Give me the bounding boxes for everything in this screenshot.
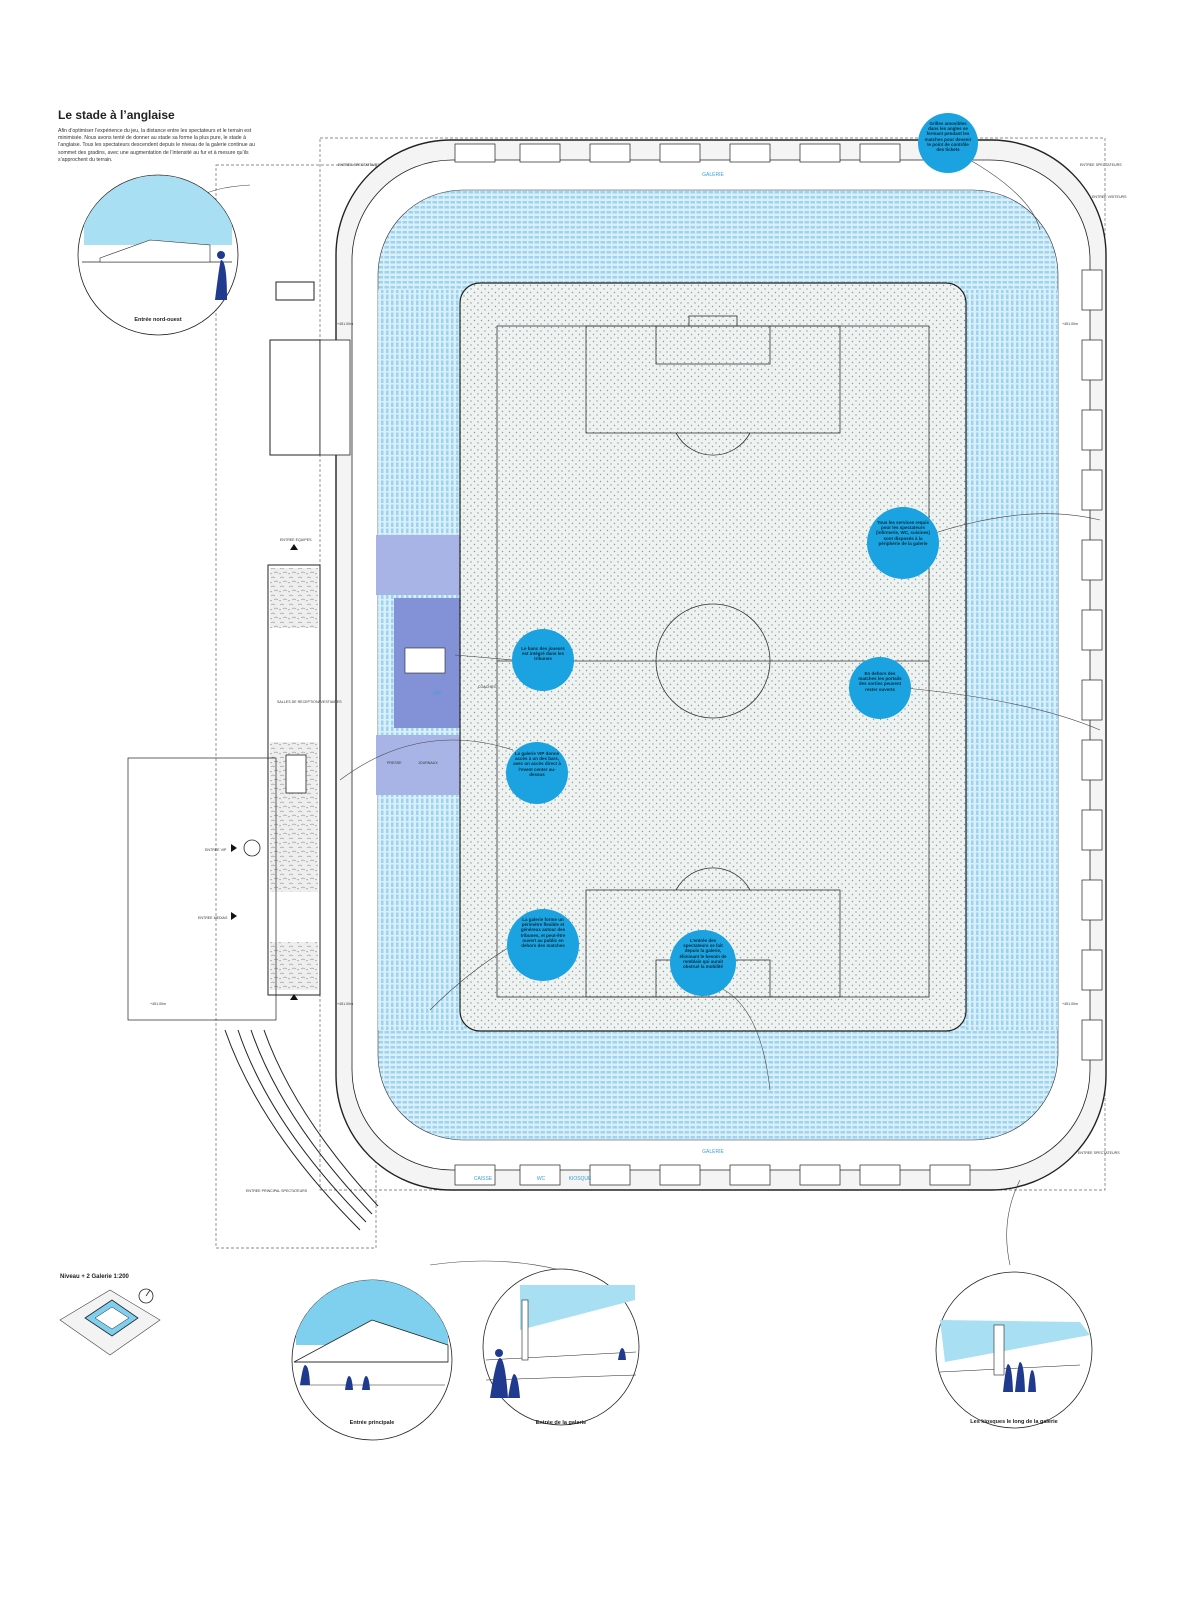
vip-entry-marker (243, 839, 261, 857)
access-ramp-lines (224, 1029, 379, 1231)
callout-bubble: Tous les services requis pour les specta… (867, 507, 939, 579)
goal-north (688, 315, 738, 327)
stair-block-north-annex (319, 339, 351, 456)
forecourt (127, 757, 277, 1021)
vip-block-upper (376, 535, 462, 595)
level-label: Niveau + 2 Galerie 1:200 (60, 1274, 129, 1280)
kiosks-east (1081, 269, 1103, 1061)
entry-main-label: ENTREE PRINCIPAL SPECTATEURS (246, 1189, 308, 1193)
stair-block-north (269, 339, 321, 456)
page-title: Le stade à l’anglaise (58, 108, 175, 122)
level-mark: +451.00m (337, 1002, 353, 1006)
north-arrow-icon (138, 1288, 154, 1304)
east-stand (966, 290, 1058, 1030)
vignette-main-entrance-actual: Entrée principale (291, 1279, 453, 1441)
kiosks-north (454, 143, 901, 163)
callout-bubble: Grilles amovibles dans les angles se fer… (918, 113, 978, 173)
callout-bubble: Le banc des joueurs est intégré dans les… (512, 629, 574, 691)
entry-teams-label: ENTREE EQUIPES (280, 538, 312, 542)
svg-text:Entrée de la galerie: Entrée de la galerie (536, 1420, 586, 1426)
entry-spectators-ne: ENTREE SPECTATEURS (1080, 163, 1122, 167)
journaux-label: JOURNAUX (418, 761, 438, 765)
level-mark: +451.00m (1062, 1002, 1078, 1006)
penalty-arc-north (675, 432, 751, 456)
intro-text: Afin d’optimiser l’expérience du jeu, la… (58, 128, 255, 163)
stair-north-entry (275, 281, 315, 301)
presse-block (376, 735, 462, 795)
vignette-kiosks: Les kiosques le long de la galerie (935, 1271, 1093, 1429)
unload-entry-arrow (290, 994, 298, 1000)
caisse-label: CAISSE (474, 1176, 493, 1182)
salles-label: SALLES DE RECEPTION/ VESTIAIRES (277, 700, 342, 704)
callout-bubble: La galerie forme un périmètre flexible e… (507, 909, 579, 981)
galerie-label-south: GALERIE (702, 1149, 724, 1155)
vip-label: VIP (433, 691, 442, 697)
level-mark: +451.00m (1062, 322, 1078, 326)
courtyard-south (270, 942, 318, 990)
team-entry-arrow (290, 544, 298, 550)
courtyard-north (270, 568, 318, 628)
svg-text:Entrée nord-ouest: Entrée nord-ouest (134, 317, 182, 323)
entry-media-label: ENTREE MEDIAS (198, 916, 228, 920)
vignette-nw-entrance: Entrée nord-ouest (77, 174, 239, 336)
location-key (59, 1288, 161, 1356)
players-bench (404, 647, 446, 674)
kiosque-label: KIOSQUE (569, 1176, 592, 1182)
presse-label: PRESSE (387, 761, 402, 765)
callout-bubble: En dehors des matches les portails des s… (849, 657, 911, 719)
level-mark: +451.00m (150, 1002, 166, 1006)
vignette-gallery-entrance: Entrée de la galerie (482, 1268, 640, 1426)
entry-spectators-se: ENTREE SPECTATEURS (1078, 1151, 1120, 1155)
center-circle (655, 603, 771, 719)
entry-vip-label: ENTREE VIP (205, 848, 227, 852)
entry-visitors: ENTREE VISITEURS (1092, 195, 1127, 199)
media-entry-arrow (231, 912, 237, 920)
galerie-label-north: GALERIE (702, 172, 724, 178)
callout-bubble: La galerie VIP donne accès à un des bars… (506, 742, 568, 804)
coaches-label: COACHES (478, 685, 496, 689)
level-mark: +451.00m (337, 322, 353, 326)
pitch-surround (459, 282, 967, 1032)
penalty-arc-south (675, 867, 751, 891)
entry-spectators-nw: ENTREE SPECTATEURS (338, 163, 380, 167)
vip-entry-arrow (231, 844, 237, 852)
svg-text:Entrée principale: Entrée principale (350, 1420, 395, 1426)
fountain (285, 754, 307, 794)
callout-bubble: L’entrée des spectateurs se fait depuis … (670, 930, 736, 996)
svg-text:Les kiosques le long de la gal: Les kiosques le long de la galerie (970, 1419, 1057, 1425)
wc-label: WC (537, 1176, 546, 1182)
kiosks-south (454, 1164, 971, 1186)
